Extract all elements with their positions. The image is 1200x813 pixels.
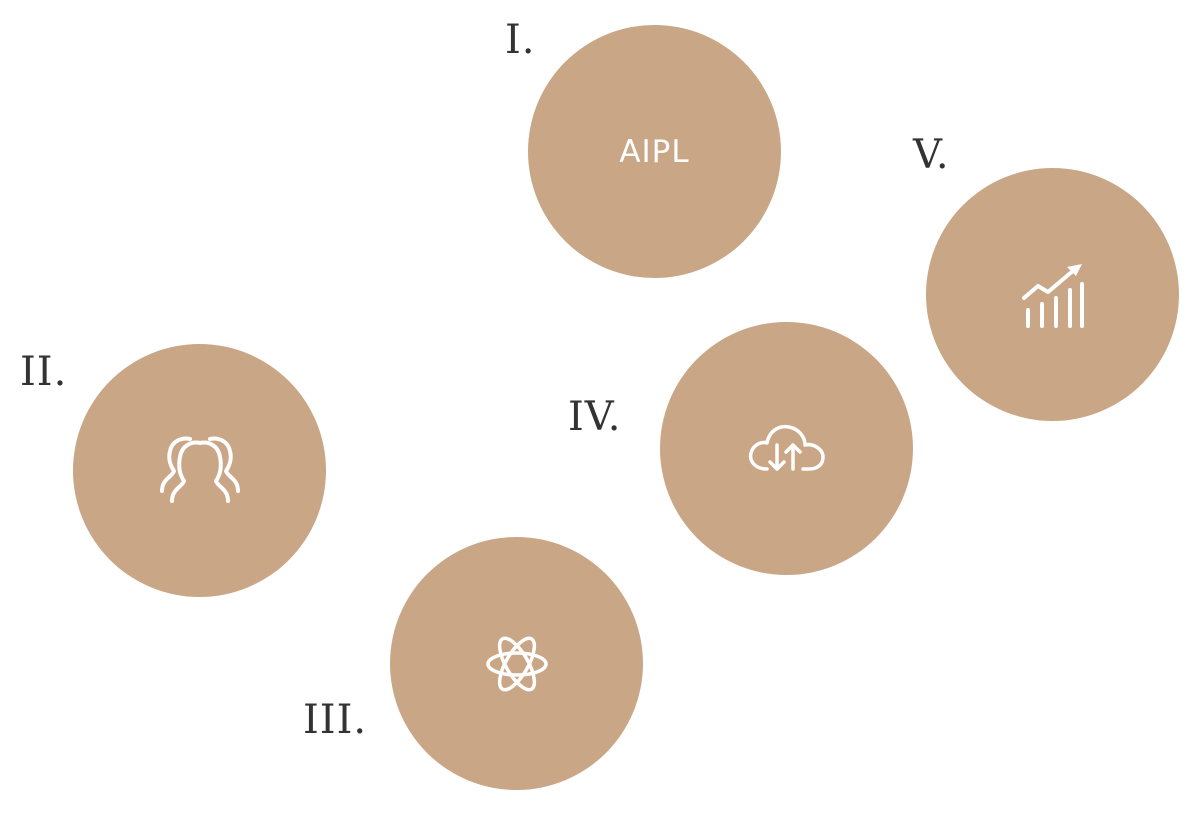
circle-3 — [390, 537, 643, 790]
cloud-sync-icon — [745, 421, 829, 477]
numeral-2: II. — [20, 349, 68, 395]
circle-2 — [73, 344, 326, 597]
numeral-1: I. — [505, 17, 536, 63]
circle-5 — [926, 168, 1179, 421]
aipl-text: AIPL — [619, 133, 690, 170]
numeral-3: III. — [303, 697, 368, 743]
growth-chart-icon — [1020, 262, 1086, 328]
numeral-4: IV. — [568, 394, 622, 440]
circle-4 — [660, 322, 913, 575]
circle-1: AIPL — [528, 25, 781, 278]
people-icon — [152, 431, 248, 511]
numeral-5: V. — [913, 132, 950, 178]
atom-icon — [482, 629, 552, 699]
